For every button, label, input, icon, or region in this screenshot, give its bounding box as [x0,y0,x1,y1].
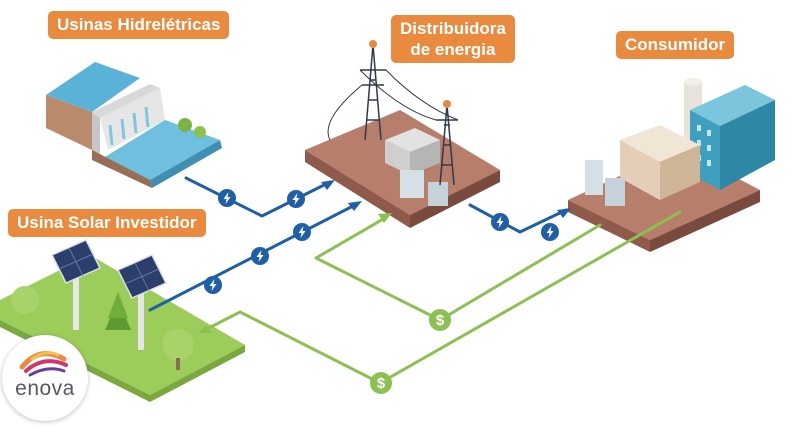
enova-logo: enova [2,335,88,421]
lightning-icon [491,213,509,231]
lightning-icon [541,223,559,241]
label-distributor-line1: Distribuidora [400,19,506,38]
lightning-icon [293,223,311,241]
energy-flow-hydro-to-distributor [184,176,332,218]
label-consumer: Consumidor [616,31,735,59]
label-distributor: Distribuidora de energia [391,15,515,63]
arrow-icon [348,201,362,211]
lightning-icon [218,189,236,207]
lightning-icon [287,190,305,208]
label-distributor-line2: de energia [410,40,496,59]
hydro-plant-illustration [46,62,222,188]
energy-flow-distributor-to-consumer [468,203,568,234]
dollar-symbol: $ [377,375,386,392]
money-arrowheads [198,213,392,333]
dollar-symbol: $ [436,312,445,329]
money-flow-arrows [203,210,682,385]
lightning-icon [204,276,222,294]
money-flow-distributor-to-solar [203,210,682,385]
arrow-icon [557,208,571,218]
consumer-illustration [568,78,775,252]
dollar-icon: $ [370,372,392,394]
dollar-icon: $ [429,309,451,331]
money-markers: $ $ [370,309,451,394]
energy-arrowheads [321,180,571,218]
enova-swirl-icon [19,351,68,377]
label-hydro-plants: Usinas Hidrelétricas [48,11,230,39]
money-flow-consumer-to-distributor [314,216,602,322]
lightning-icon [251,247,269,265]
arrow-icon [321,180,335,190]
enova-logo-text: enova [15,377,75,400]
arrow-icon [378,213,392,223]
distributor-illustration [305,40,500,228]
arrow-icon [198,325,212,333]
label-solar-investor: Usina Solar Investidor [8,209,206,237]
energy-flow-arrows [148,176,568,312]
